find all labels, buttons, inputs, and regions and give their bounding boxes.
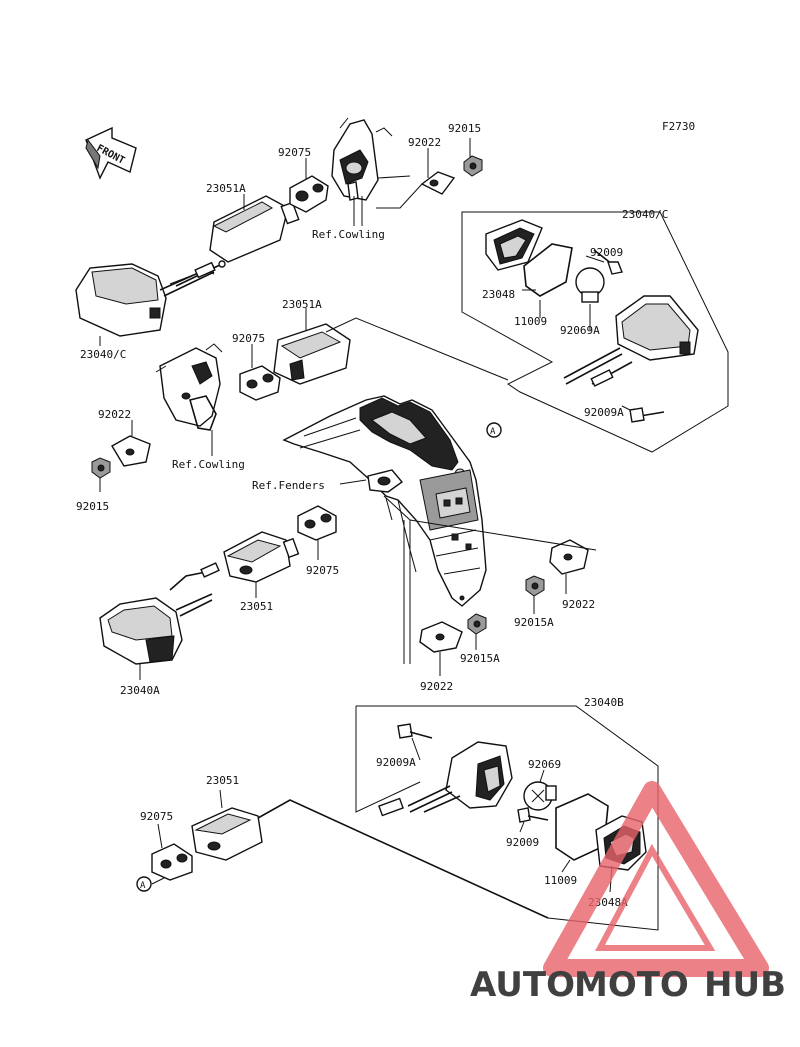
label-92075-bottom: 92075 (140, 810, 173, 823)
label-23051-bottom: 23051 (206, 774, 239, 787)
watermark-auto: AUTO (470, 965, 575, 1005)
label-ref-fenders: Ref.Fenders (252, 479, 325, 492)
label-23040A: 23040A (120, 684, 160, 697)
turn-signal-rear-right-box (461, 211, 729, 453)
label-92009-bottom: 92009 (506, 836, 539, 849)
watermark-moto: MOTO (574, 965, 689, 1005)
label-92015-left: 92015 (76, 500, 109, 513)
label-92009A-right: 92009A (584, 406, 624, 419)
label-92075-mid: 92075 (232, 332, 265, 345)
part-labels: 23051A 92075 92022 92015 Ref.Cowling 230… (76, 122, 668, 909)
callout-marker-bottom: A (140, 881, 146, 891)
label-92015A-right: 92015A (514, 616, 554, 629)
label-92022-left: 92022 (98, 408, 131, 421)
label-ref-cowling-top: Ref.Cowling (312, 228, 385, 241)
license-plate-bracket: A (282, 395, 502, 607)
label-23048: 23048 (482, 288, 515, 301)
label-23040C-right: 23040/C (622, 208, 668, 221)
leader-lines (99, 138, 631, 893)
turn-signal-front-left (75, 117, 483, 337)
label-11009-bottom: 11009 (544, 874, 577, 887)
label-92075-top: 92075 (278, 146, 311, 159)
label-92022-center: 92022 (420, 680, 453, 693)
label-92015A-center: 92015A (460, 652, 500, 665)
callout-marker-top: A (490, 427, 496, 437)
watermark-triangle-icon (543, 781, 769, 977)
turn-signal-rear-left (99, 505, 589, 665)
label-11009-right: 11009 (514, 315, 547, 328)
label-92069A: 92069A (560, 324, 600, 337)
label-23040B: 23040B (584, 696, 624, 709)
label-92022-right: 92022 (562, 598, 595, 611)
watermark: AUTO MOTO HUB (470, 781, 786, 1005)
middle-stalk-assembly (91, 323, 351, 479)
label-92069: 92069 (528, 758, 561, 771)
label-23051A-mid: 23051A (282, 298, 322, 311)
label-23040C-left: 23040/C (80, 348, 126, 361)
label-92075-low: 92075 (306, 564, 339, 577)
label-92022-top: 92022 (408, 136, 441, 149)
watermark-hub: HUB (704, 965, 786, 1005)
label-23051-mid: 23051 (240, 600, 273, 613)
label-92009A-bottom: 92009A (376, 756, 416, 769)
label-ref-cowling-mid: Ref.Cowling (172, 458, 245, 471)
figure-code: F2730 (662, 120, 695, 133)
label-92009-right: 92009 (590, 246, 623, 259)
label-23051A-top: 23051A (206, 182, 246, 195)
front-arrow-icon: FRONT (85, 126, 137, 180)
label-92015-top: 92015 (448, 122, 481, 135)
turn-signal-rear-bottom: A (136, 705, 659, 931)
